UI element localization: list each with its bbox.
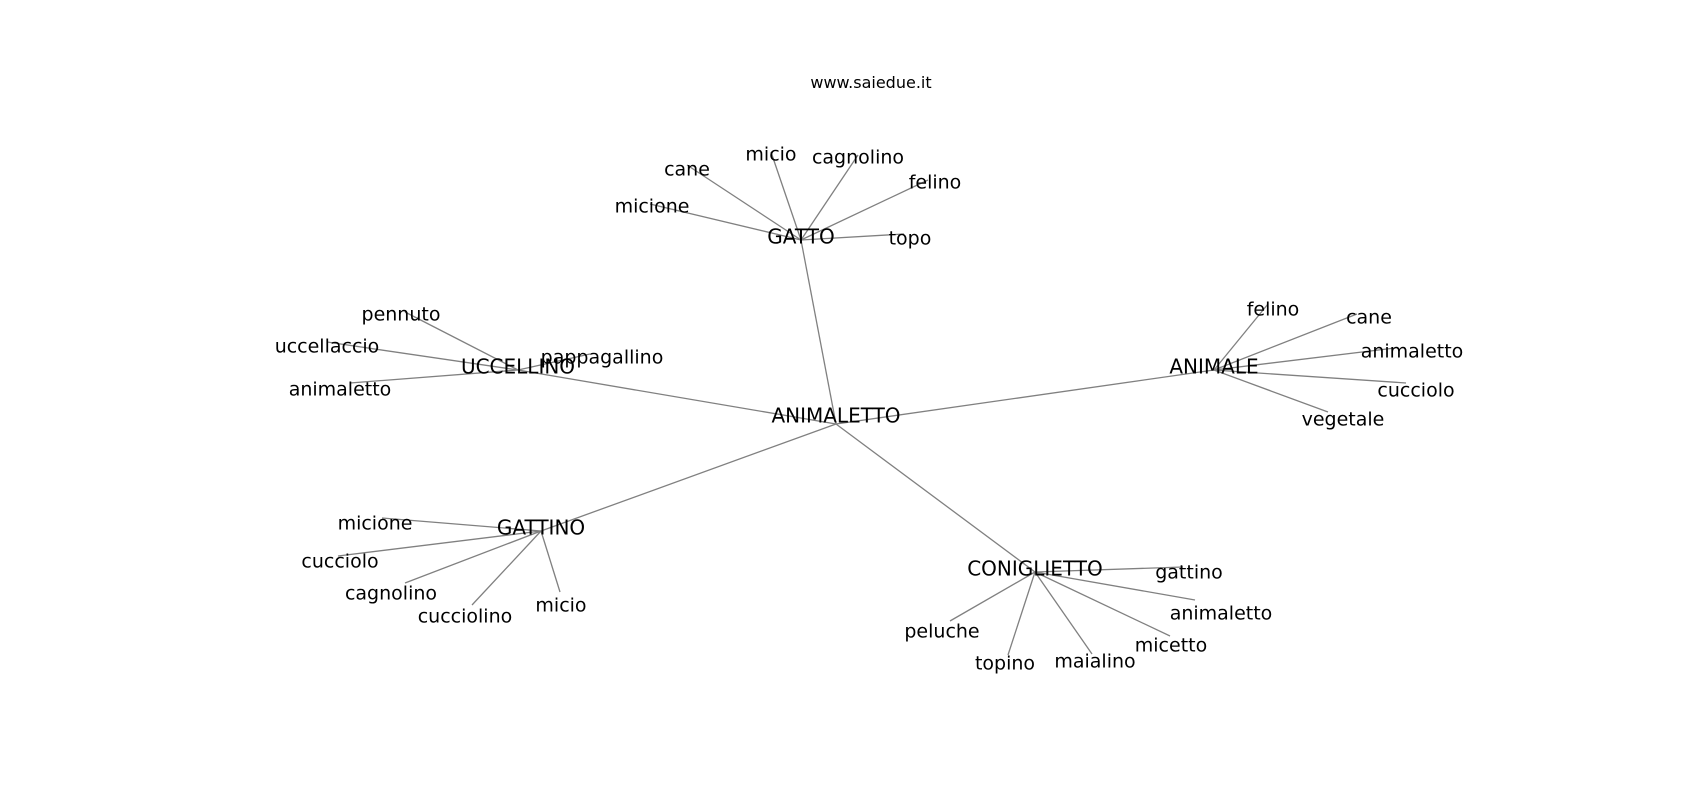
edge-coniglietto-maialino — [1034, 571, 1093, 655]
edge-gattino-cagnolino — [404, 530, 542, 584]
edge-coniglietto-animaletto — [1034, 571, 1196, 601]
node-leaf-uccellino-pennuto: pennuto — [362, 304, 441, 326]
node-leaf-gatto-micio: micio — [745, 144, 796, 166]
node-leaf-gattino-cagnolino: cagnolino — [345, 583, 437, 605]
edge-gattino-micione — [381, 517, 542, 532]
node-leaf-uccellino-pappagallino: pappagallino — [541, 347, 664, 369]
node-hub-gattino: GATTINO — [497, 516, 585, 540]
node-leaf-coniglietto-maialino: maialino — [1054, 651, 1135, 673]
edge-coniglietto-micetto — [1034, 571, 1171, 637]
edge-gatto-micio — [770, 151, 802, 241]
edge-gatto-topo — [800, 233, 905, 241]
edge-center-gattino — [540, 423, 837, 532]
edge-coniglietto-peluche — [949, 571, 1036, 622]
node-leaf-uccellino-uccellaccio: uccellaccio — [275, 336, 380, 358]
node-leaf-coniglietto-peluche: peluche — [904, 621, 979, 643]
node-leaf-gatto-felino: felino — [909, 172, 962, 194]
edge-gattino-cucciolo — [337, 530, 542, 557]
node-leaf-animale-cucciolo: cucciolo — [1377, 380, 1454, 402]
edge-animale-vegetale — [1213, 369, 1329, 413]
node-leaf-coniglietto-topino: topino — [975, 653, 1035, 675]
edge-center-uccellino — [517, 369, 837, 425]
edge-gatto-micione — [649, 203, 802, 241]
edge-animale-animaletto — [1213, 347, 1396, 371]
node-leaf-uccellino-animaletto: animaletto — [289, 379, 392, 401]
edge-center-animale — [835, 369, 1215, 425]
node-leaf-coniglietto-micetto: micetto — [1135, 635, 1207, 657]
edge-uccellino-pennuto — [404, 311, 519, 371]
node-leaf-gattino-cucciolo: cucciolo — [301, 551, 378, 573]
edge-gatto-cane — [686, 164, 802, 241]
node-hub-gatto: GATTO — [767, 225, 834, 249]
node-leaf-animale-vegetale: vegetale — [1302, 409, 1385, 431]
edge-uccellino-pappagallino — [517, 353, 591, 371]
site-title: www.saiedue.it — [810, 73, 931, 92]
edge-gattino-cucciolino — [471, 530, 542, 606]
node-leaf-animale-felino: felino — [1247, 299, 1300, 321]
node-leaf-gatto-topo: topo — [889, 228, 932, 250]
node-leaf-gattino-micione: micione — [338, 513, 413, 535]
edge-uccellino-uccellaccio — [326, 341, 519, 371]
edge-animale-cucciolo — [1213, 369, 1407, 384]
node-leaf-animale-animaletto: animaletto — [1361, 341, 1464, 363]
node-leaf-gattino-cucciolino: cucciolino — [418, 606, 513, 628]
edge-uccellino-animaletto — [349, 369, 519, 384]
node-center: ANIMALETTO — [771, 404, 900, 428]
edge-center-coniglietto — [835, 423, 1036, 573]
edge-center-gatto — [800, 239, 837, 425]
edge-gatto-felino — [800, 179, 929, 241]
node-leaf-animale-cane: cane — [1346, 307, 1392, 329]
node-hub-coniglietto: CONIGLIETTO — [967, 557, 1103, 581]
edge-animale-cane — [1213, 313, 1358, 371]
node-leaf-coniglietto-animaletto: animaletto — [1170, 603, 1273, 625]
node-leaf-gattino-micio: micio — [535, 595, 586, 617]
edge-coniglietto-topino — [1007, 571, 1036, 656]
node-leaf-gatto-cagnolino: cagnolino — [812, 147, 904, 169]
node-leaf-coniglietto-gattino: gattino — [1155, 562, 1223, 584]
edge-gatto-cagnolino — [800, 154, 859, 241]
edge-gattino-micio — [540, 530, 561, 593]
node-hub-animale: ANIMALE — [1169, 355, 1258, 379]
node-hub-uccellino: UCCELLINO — [461, 355, 575, 379]
edge-animale-felino — [1213, 303, 1269, 371]
node-leaf-gatto-cane: cane — [664, 159, 710, 181]
node-leaf-gatto-micione: micione — [615, 196, 690, 218]
edge-coniglietto-gattino — [1034, 566, 1184, 573]
edges — [326, 151, 1407, 656]
